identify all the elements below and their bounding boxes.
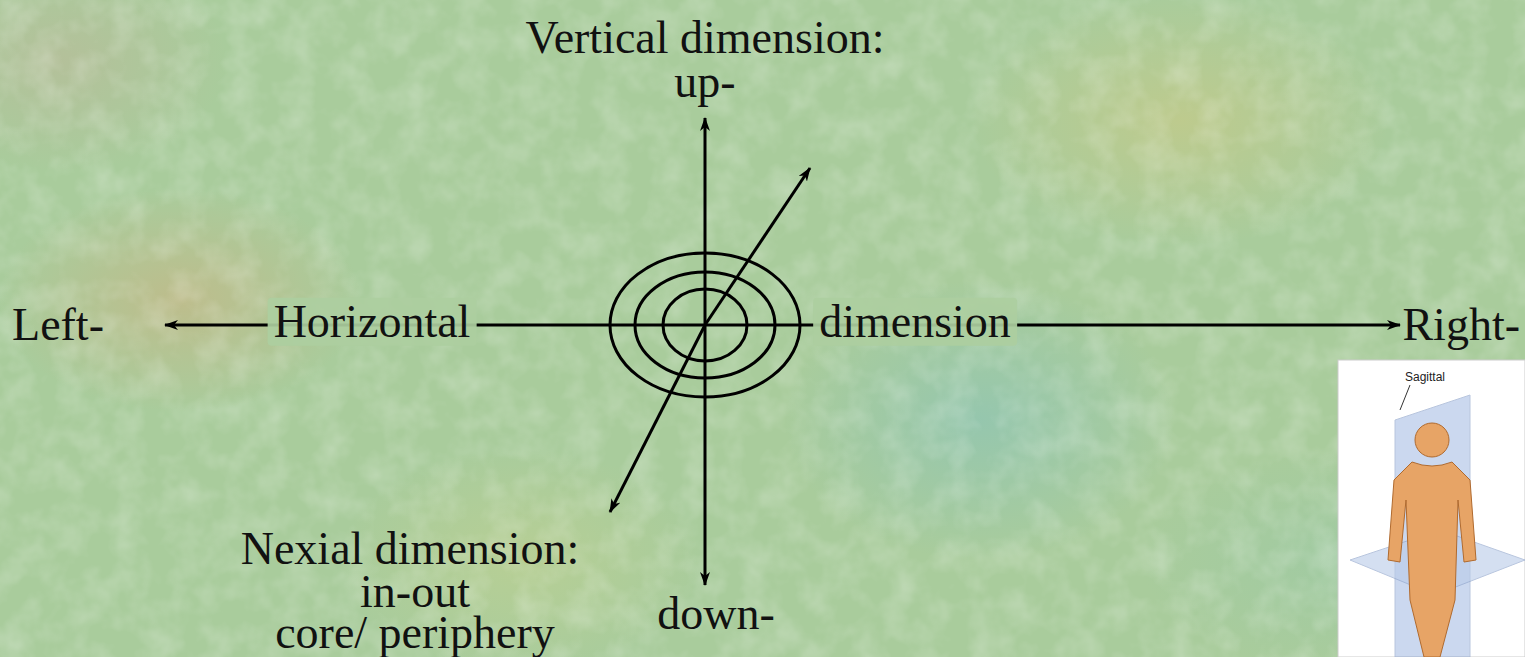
axis-title: dimension (813, 298, 1017, 346)
axis-end-label: Left- (12, 301, 104, 349)
axis-end-label: up- (674, 58, 735, 106)
core-ring (635, 272, 775, 378)
axis-end-label: down- (657, 590, 775, 638)
core-ring (610, 253, 800, 397)
vertical-axis-up (704, 118, 707, 325)
axis-title: Nexial dimension: (241, 525, 580, 573)
nexial-axis-front (610, 325, 705, 512)
axis-title: Vertical dimension: (526, 14, 885, 62)
axis-title: Horizontal (268, 298, 477, 346)
core-ring (663, 289, 747, 361)
vertical-axis-down (704, 325, 707, 585)
plane-label: Sagittal (1405, 371, 1445, 384)
axis-end-label: Right- (1402, 301, 1520, 349)
anatomical-planes-inset (1338, 360, 1525, 657)
axis-end-label: core/ periphery (275, 609, 555, 657)
